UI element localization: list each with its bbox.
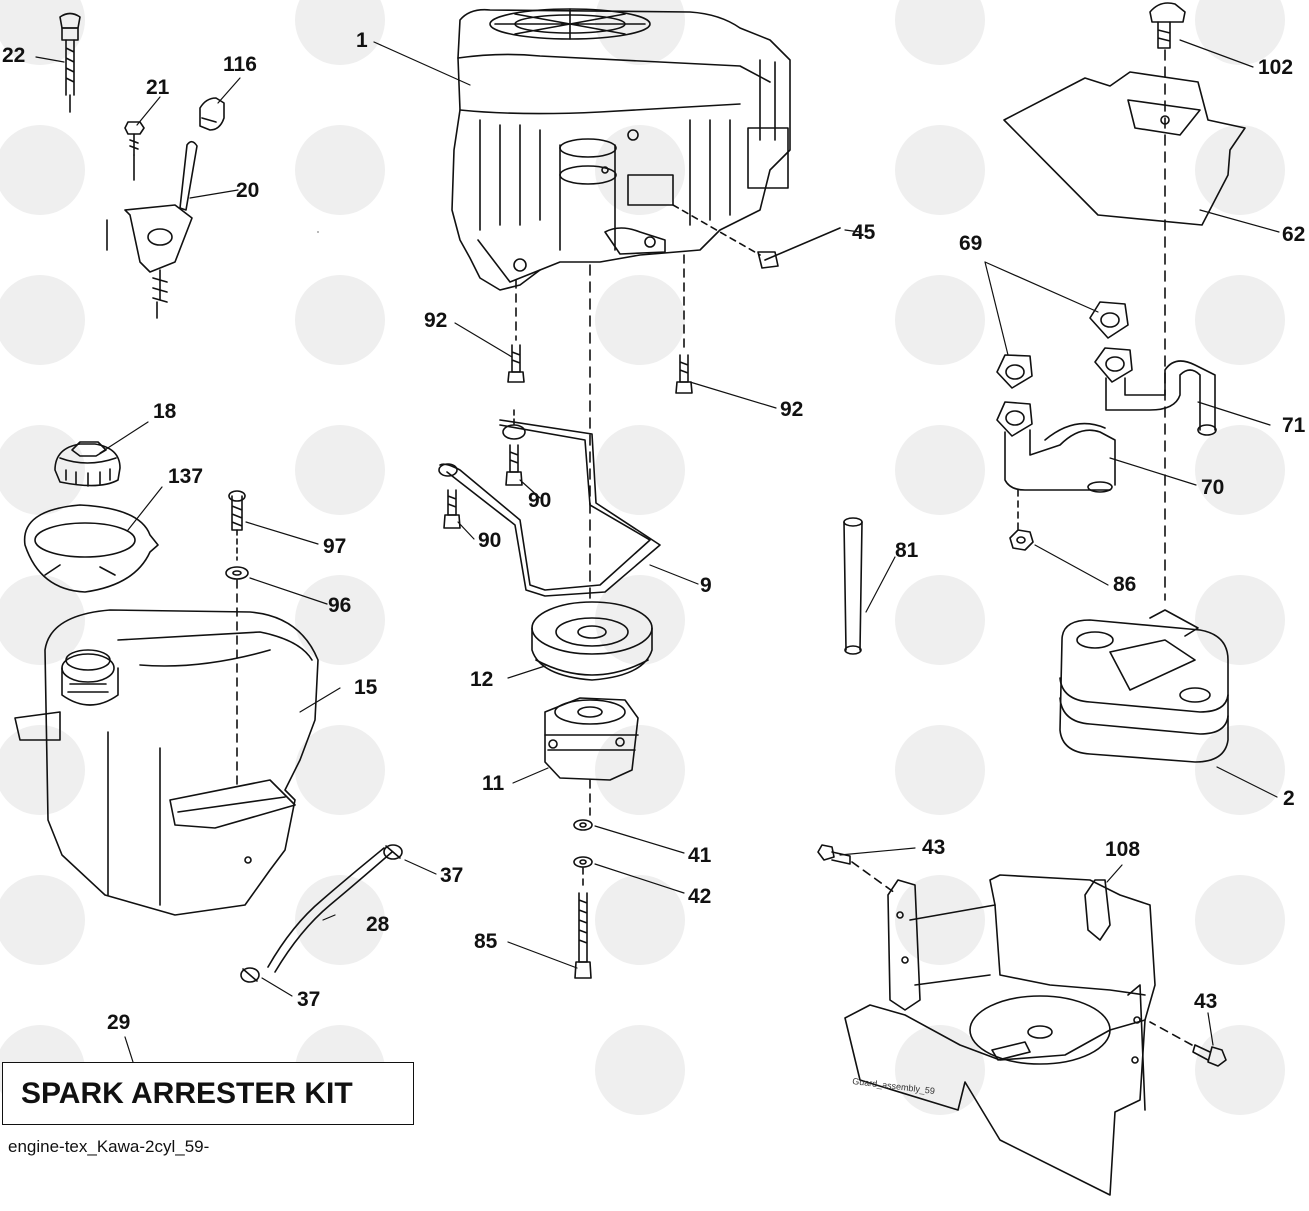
bolt-43-left-drawing bbox=[817, 844, 896, 894]
screw-97-drawing bbox=[225, 490, 249, 791]
callout-42: 42 bbox=[688, 885, 712, 908]
callout-70: 70 bbox=[1201, 476, 1225, 499]
callout-97: 97 bbox=[323, 535, 347, 558]
fuel-tank-drawing bbox=[14, 609, 319, 916]
callout-18: 18 bbox=[153, 400, 177, 423]
bolt-85-drawing bbox=[574, 892, 592, 979]
callout-108: 108 bbox=[1105, 838, 1141, 861]
leader-lines bbox=[35, 39, 1280, 1063]
callout-86: 86 bbox=[1113, 573, 1137, 596]
filler-shroud-drawing bbox=[23, 504, 159, 593]
engine-drawing bbox=[451, 8, 791, 291]
bolt-90-lower-drawing bbox=[443, 489, 461, 529]
callout-92-right: 92 bbox=[780, 398, 804, 421]
callout-62: 62 bbox=[1282, 223, 1306, 246]
spark-arrester-kit-box: SPARK ARRESTER KIT bbox=[2, 1062, 414, 1125]
callout-71: 71 bbox=[1282, 414, 1306, 437]
tube-81-drawing bbox=[843, 517, 863, 655]
exhaust-pipe-70-drawing bbox=[996, 401, 1116, 531]
callout-37-lower: 37 bbox=[297, 988, 321, 1011]
callout-43-left: 43 bbox=[922, 836, 946, 859]
callout-90-lower: 90 bbox=[478, 529, 502, 552]
callout-41: 41 bbox=[688, 844, 712, 867]
diagram-caption: engine-tex_Kawa-2cyl_59- bbox=[8, 1137, 210, 1156]
pto-clutch-drawing bbox=[544, 697, 639, 816]
callout-9: 9 bbox=[700, 574, 712, 597]
fuel-cap-drawing bbox=[54, 441, 121, 487]
callout-2: 2 bbox=[1283, 787, 1295, 810]
callout-69: 69 bbox=[959, 232, 983, 255]
pulley-drawing bbox=[531, 601, 653, 681]
shield-62-drawing bbox=[1003, 71, 1246, 226]
plug-wire-drawing bbox=[672, 204, 841, 269]
callout-85: 85 bbox=[474, 930, 498, 953]
callout-43-right: 43 bbox=[1194, 990, 1218, 1013]
bolt-90-upper-drawing bbox=[505, 409, 523, 486]
spark-arrester-kit-label: SPARK ARRESTER KIT bbox=[21, 1076, 353, 1110]
callout-12: 12 bbox=[470, 668, 494, 691]
callout-102: 102 bbox=[1258, 56, 1294, 79]
callout-11: 11 bbox=[482, 772, 505, 795]
callout-37-upper: 37 bbox=[440, 864, 464, 887]
callout-21: 21 bbox=[146, 76, 170, 99]
callout-22: 22 bbox=[2, 44, 26, 67]
bolt-92-right-drawing bbox=[675, 254, 693, 394]
guard-108-drawing bbox=[844, 874, 1156, 1196]
callout-28: 28 bbox=[366, 913, 390, 936]
callout-29: 29 bbox=[107, 1011, 131, 1034]
callout-20: 20 bbox=[236, 179, 260, 202]
pto-bracket-drawing bbox=[438, 419, 661, 597]
washer-41-drawing bbox=[573, 819, 593, 831]
callout-137: 137 bbox=[168, 465, 204, 488]
muffler-drawing bbox=[1059, 609, 1229, 763]
knob-102-drawing bbox=[1149, 2, 1186, 601]
callout-92-left: 92 bbox=[424, 309, 448, 332]
callout-15: 15 bbox=[354, 676, 378, 699]
washer-42-drawing bbox=[573, 856, 593, 891]
callout-96: 96 bbox=[328, 594, 352, 617]
fuel-line-drawing bbox=[240, 844, 403, 983]
bolt-43-right-drawing bbox=[1149, 1021, 1227, 1067]
callout-81: 81 bbox=[895, 539, 919, 562]
nut-86-drawing bbox=[1009, 529, 1034, 551]
callout-116: 116 bbox=[223, 53, 257, 76]
throttle-assembly-drawing bbox=[59, 12, 225, 319]
bolt-92-left-drawing bbox=[507, 279, 525, 383]
exhaust-pipe-71-drawing bbox=[1094, 347, 1217, 436]
callout-90-upper: 90 bbox=[528, 489, 552, 512]
gasket-69-drawing bbox=[996, 301, 1129, 389]
callout-1: 1 bbox=[356, 29, 368, 52]
callout-45: 45 bbox=[852, 221, 876, 244]
